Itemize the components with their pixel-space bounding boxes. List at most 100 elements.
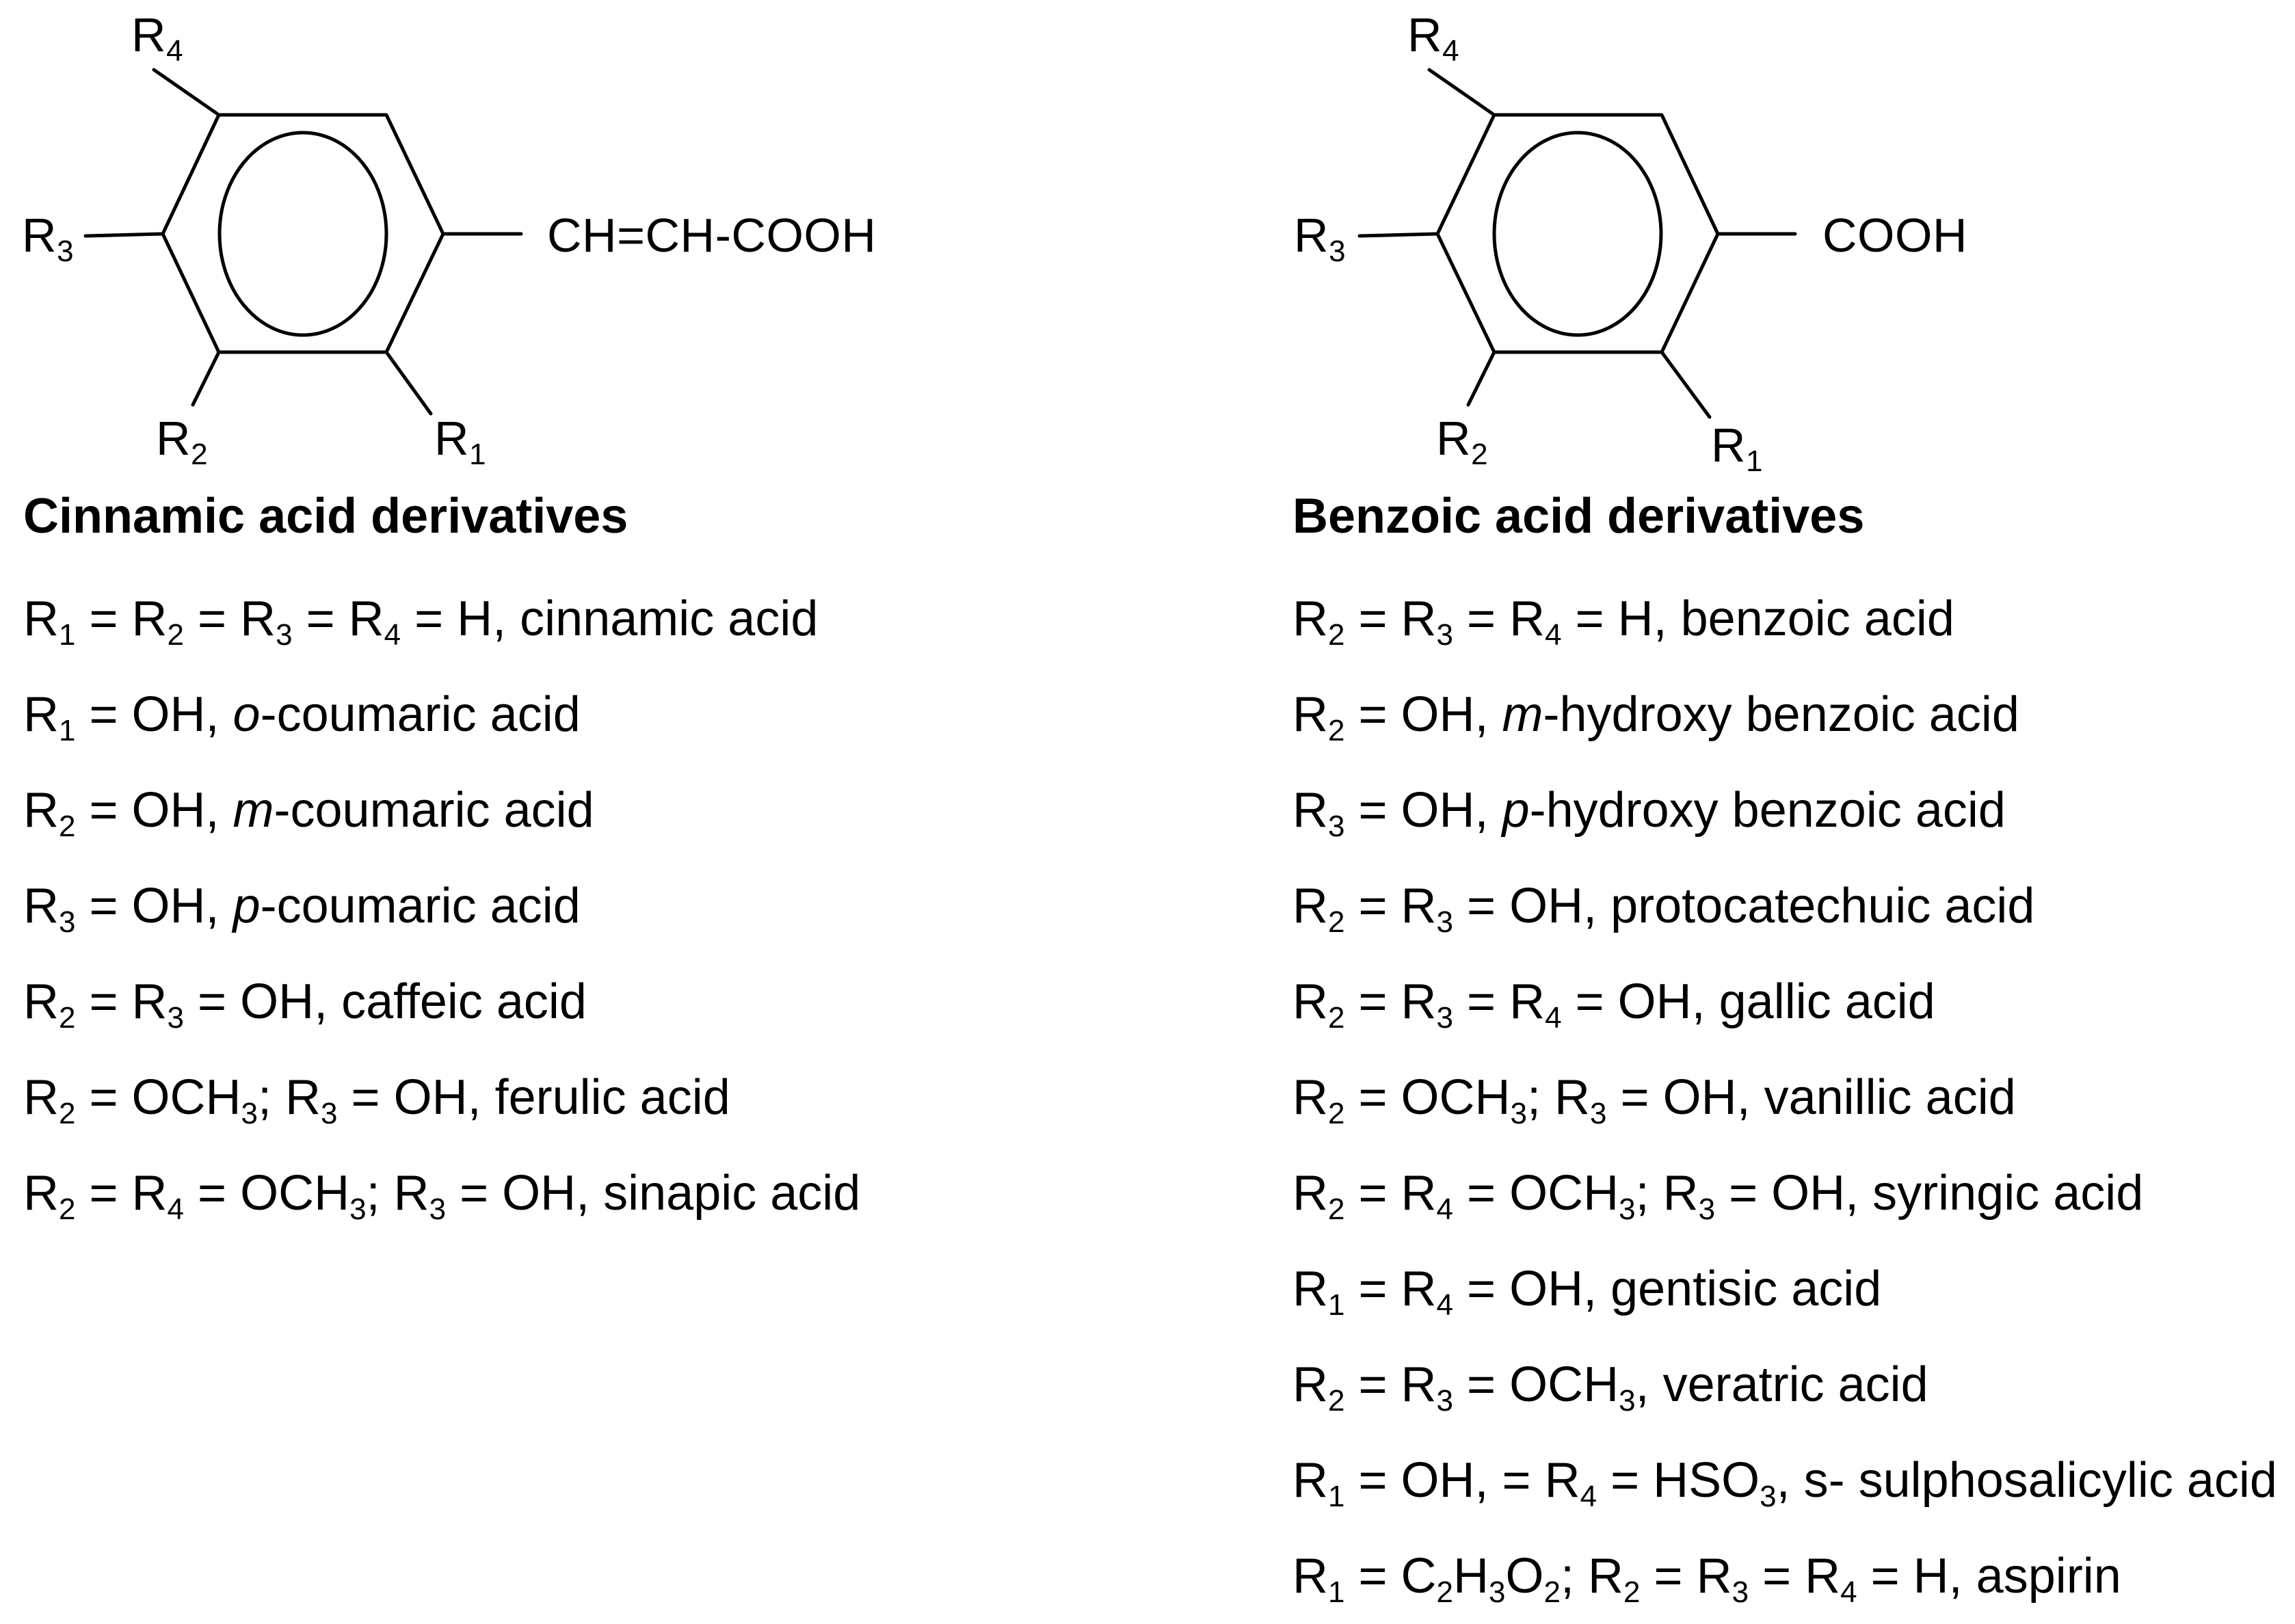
text-segment: ; R [1635,1166,1699,1221]
derivative-item: R1 = C2H3O2; R2 = R3 = R4 = H, aspirin [1292,1528,2277,1624]
subscript: 1 [1328,1480,1345,1513]
text-segment: ; R [258,1070,321,1125]
text-segment: -hydroxy benzoic acid [1543,687,2019,742]
label-r3: R3 [1294,209,1346,268]
derivative-item: R2 = OH, m-coumaric acid [23,762,860,858]
italic-prefix: p [233,879,261,933]
text-segment: , s- sulphosalicylic acid [1776,1453,2277,1508]
text-segment: = R [1453,591,1546,646]
subscript: 3 [1489,1575,1506,1609]
derivative-item: R2 = R3 = OH, caffeic acid [23,954,860,1050]
text-segment: = OH, protocatechuic acid [1453,879,2035,933]
bond-r1 [1660,350,1712,419]
text-segment: = R [184,591,276,646]
label-r2: R2 [1436,412,1488,471]
italic-prefix: m [1502,687,1543,742]
derivative-item: R2 = OCH3; R3 = OH, vanillic acid [1292,1050,2277,1145]
subscript: 3 [1732,1575,1749,1609]
subscript: 3 [1436,1384,1454,1417]
derivative-item: R3 = OH, p-hydroxy benzoic acid [1292,762,2277,858]
derivative-item: R2 = R3 = R4 = OH, gallic acid [1292,954,2277,1050]
subscript: 3 [349,1193,367,1226]
derivative-item: R2 = R4 = OCH3; R3 = OH, sinapic acid [23,1145,860,1241]
subscript: 3 [1436,1001,1454,1035]
text-segment: = OH, gallic acid [1561,974,1935,1029]
text-segment: = R [1453,974,1546,1029]
subscript: 2 [1436,1575,1454,1609]
bond-r2 [191,350,221,407]
benzoic-panel: R4 R3 R2 R1 COOH Benzoic acid derivative… [1272,0,2295,1621]
derivative-item: R1 = R2 = R3 = R4 = H, cinnamic acid [23,571,860,667]
text-segment: -coumaric acid [260,687,581,742]
subscript: 3 [1590,1097,1607,1130]
text-segment: R [23,974,59,1029]
text-segment: R [1292,974,1328,1029]
text-segment: -hydroxy benzoic acid [1529,783,2006,838]
text-segment: R [23,591,59,646]
bond-r3 [83,232,165,238]
derivative-item: R1 = OH, o-coumaric acid [23,667,860,762]
text-segment: = R [1344,1357,1437,1412]
text-segment: R [1292,1070,1328,1125]
text-segment: = OH, syringic acid [1715,1166,2144,1221]
italic-prefix: o [233,687,261,742]
text-segment: , veratric acid [1635,1357,1928,1412]
benzene-ring-hexagon [1435,113,1720,354]
derivative-item: R3 = OH, p-coumaric acid [23,858,860,954]
subscript: 4 [384,618,401,652]
subscript: 2 [1543,1575,1561,1609]
text-segment: R [23,783,59,838]
subscript: 3 [1510,1097,1528,1130]
subscript: 3 [1328,810,1345,843]
text-segment: R [1292,687,1328,742]
subscript: 2 [59,810,76,843]
text-segment: -coumaric acid [260,879,581,933]
subscript: 1 [59,714,76,747]
derivative-item: R2 = OCH3; R3 = OH, ferulic acid [23,1050,860,1145]
bond-r4 [1427,68,1496,117]
text-segment: = R [1344,591,1437,646]
text-segment: = OCH [1453,1166,1619,1221]
subscript: 4 [1545,618,1562,652]
text-segment: = OCH [184,1166,350,1221]
side-chain-label: CH=CH-COOH [547,209,876,262]
text-segment: R [1292,879,1328,933]
text-segment: = OH, caffeic acid [184,974,587,1029]
label-r2: R2 [156,412,208,471]
subscript: 2 [1328,618,1345,652]
aromatic-circle [217,131,388,337]
text-segment: R [1292,1262,1328,1316]
text-segment: = H, aspirin [1857,1549,2121,1603]
text-segment: = R [1344,974,1437,1029]
text-segment: = OH, [1344,783,1502,838]
subscript: 4 [1436,1193,1454,1226]
derivative-item: R2 = R3 = OCH3, veratric acid [1292,1337,2277,1433]
subscript: 3 [241,1097,258,1130]
bond-r2 [1466,350,1496,407]
text-segment: = OH, gentisic acid [1453,1262,1882,1316]
benzene-ring-hexagon [161,113,445,354]
text-segment: = R [1344,1262,1437,1316]
subscript: 2 [1623,1575,1641,1609]
subscript: 2 [1328,905,1345,939]
text-segment: = OH, ferulic acid [337,1070,730,1125]
text-segment: = OH, = R [1344,1453,1580,1508]
subscript: 3 [167,1001,185,1035]
text-segment: H [1453,1549,1489,1603]
text-segment: = HSO [1597,1453,1760,1508]
text-segment: R [23,879,59,933]
subscript: 2 [167,618,185,652]
label-r4: R4 [131,8,183,68]
text-segment: = H, benzoic acid [1561,591,1954,646]
text-segment: -coumaric acid [274,783,594,838]
side-chain-label: COOH [1822,209,1967,262]
text-segment: = R [292,591,384,646]
subscript: 3 [321,1097,338,1130]
text-segment: R [23,687,59,742]
text-segment: R [1292,591,1328,646]
benzoic-heading: Benzoic acid derivatives [1292,489,1865,544]
cinnamic-heading: Cinnamic acid derivatives [23,489,628,544]
derivative-item: R1 = R4 = OH, gentisic acid [1292,1241,2277,1337]
subscript: 3 [59,905,76,939]
subscript: 2 [1328,714,1345,747]
